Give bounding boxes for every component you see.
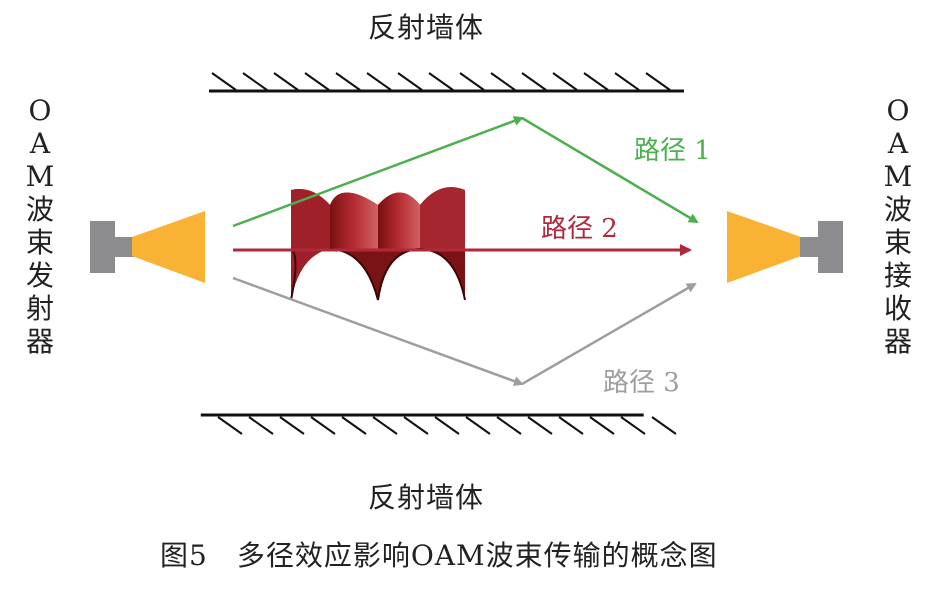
transmitter-label-char: 器 [25,325,54,358]
transmitter-antenna [90,211,205,283]
receiver-label-char: 波 [883,193,912,226]
receiver-label-char: A [887,127,909,160]
transmitter-label-char: O [28,94,52,127]
figure-caption: 图5 多径效应影响OAM波束传输的概念图 [160,539,718,572]
path-2-label: 路径 2 [541,214,618,244]
top-wall [209,72,684,93]
path-3-label: 路径 3 [603,368,680,398]
bottom-wall-label: 反射墙体 [368,481,485,514]
bottom-wall-main [200,413,677,435]
transmitter-label-char: A [29,127,51,160]
receiver-label-char: 束 [883,226,912,259]
path-3-line [232,276,697,386]
receiver-label-char: O [886,94,910,127]
receiver-label: O A M 波 束 接 收 器 [878,94,918,358]
receiver-label-char: 器 [883,325,912,358]
transmitter-label-char: M [25,160,55,193]
transmitter-label-char: 射 [25,292,54,325]
top-wall-label: 反射墙体 [368,11,485,44]
oam-beam-wavefront [290,187,466,301]
transmitter-label: O A M 波 束 发 射 器 [20,94,60,358]
receiver-label-char: M [883,160,913,193]
transmitter-label-char: 发 [25,259,54,292]
path-1-label: 路径 1 [634,136,711,166]
receiver-antenna [727,211,843,283]
receiver-label-char: 接 [883,259,912,292]
receiver-label-char: 收 [883,292,912,325]
transmitter-label-char: 束 [25,226,54,259]
path-1-line [232,116,699,228]
transmitter-label-char: 波 [25,193,54,226]
